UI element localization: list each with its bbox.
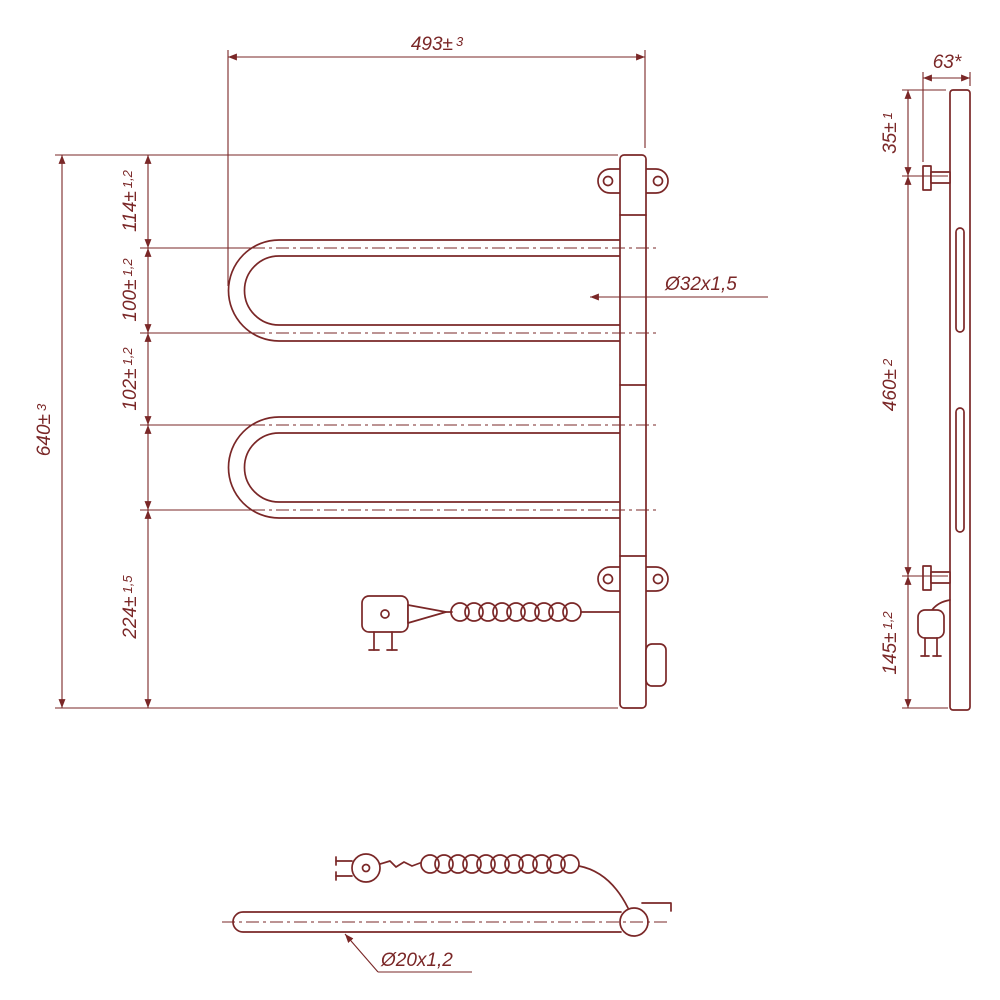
dim-460-label: 460±2 bbox=[880, 358, 901, 411]
bottom-spiral-cord bbox=[420, 854, 580, 874]
side-power-plug bbox=[917, 599, 951, 657]
side-bracket-bottom bbox=[922, 565, 951, 591]
dim-width: 493±3 bbox=[227, 34, 646, 286]
dim-chain-vertical: 114±1,2 100±1,2 102±1,2 224±1,5 bbox=[120, 155, 260, 708]
mount-screw bbox=[602, 175, 614, 187]
dim-height-label: 640±3 bbox=[34, 403, 55, 456]
side-bar-profile bbox=[949, 89, 971, 711]
callout-tube-32: Ø32x1,5 bbox=[590, 274, 768, 301]
dim-145: 145±1,2 bbox=[880, 576, 948, 709]
switch-box bbox=[645, 643, 667, 687]
power-plug bbox=[361, 595, 447, 651]
mount-screw bbox=[652, 573, 664, 585]
tube-20-label: Ø20x1,2 bbox=[380, 950, 453, 971]
dim-145-label: 145±1,2 bbox=[880, 611, 901, 675]
bottom-power-cord bbox=[335, 853, 629, 909]
side-slot-lower bbox=[955, 407, 965, 533]
tube-centerlines bbox=[252, 247, 656, 511]
collector-bar bbox=[619, 154, 647, 709]
dim-100-label: 100±1,2 bbox=[120, 258, 141, 322]
power-cord-front bbox=[361, 595, 623, 651]
towel-loop-upper bbox=[227, 239, 623, 342]
dim-width-label: 493±3 bbox=[411, 34, 464, 55]
side-slot-upper bbox=[955, 227, 965, 333]
bottom-bracket bbox=[641, 902, 672, 912]
spiral-cord bbox=[450, 602, 582, 622]
bottom-power-plug bbox=[335, 853, 381, 883]
dim-depth-label: 63* bbox=[933, 52, 962, 73]
mount-screw bbox=[652, 175, 664, 187]
side-bracket-top bbox=[922, 165, 951, 191]
callout-tube-20: Ø20x1,2 bbox=[344, 933, 472, 973]
dim-depth: 63* bbox=[922, 52, 971, 162]
dim-35: 35±1 bbox=[880, 89, 948, 177]
towel-loop-lower bbox=[227, 416, 623, 519]
cord-strain-relief bbox=[379, 860, 421, 868]
dim-102-label: 102±1,2 bbox=[120, 347, 141, 411]
bottom-view: Ø20x1,2 bbox=[222, 853, 672, 973]
tube-32-label: Ø32x1,5 bbox=[664, 274, 737, 295]
side-view: 63* 35±1 460±2 145±1,2 bbox=[880, 52, 971, 711]
dim-35-label: 35±1 bbox=[880, 112, 901, 154]
cord-tail bbox=[578, 865, 629, 909]
mount-screw bbox=[602, 573, 614, 585]
dim-224-label: 224±1,5 bbox=[120, 575, 141, 640]
dim-114-label: 114±1,2 bbox=[120, 169, 141, 232]
dim-460: 460±2 bbox=[880, 176, 948, 577]
front-view: 493±3 640±3 114±1,2 100±1,2 102±1,2 224±… bbox=[34, 34, 768, 709]
